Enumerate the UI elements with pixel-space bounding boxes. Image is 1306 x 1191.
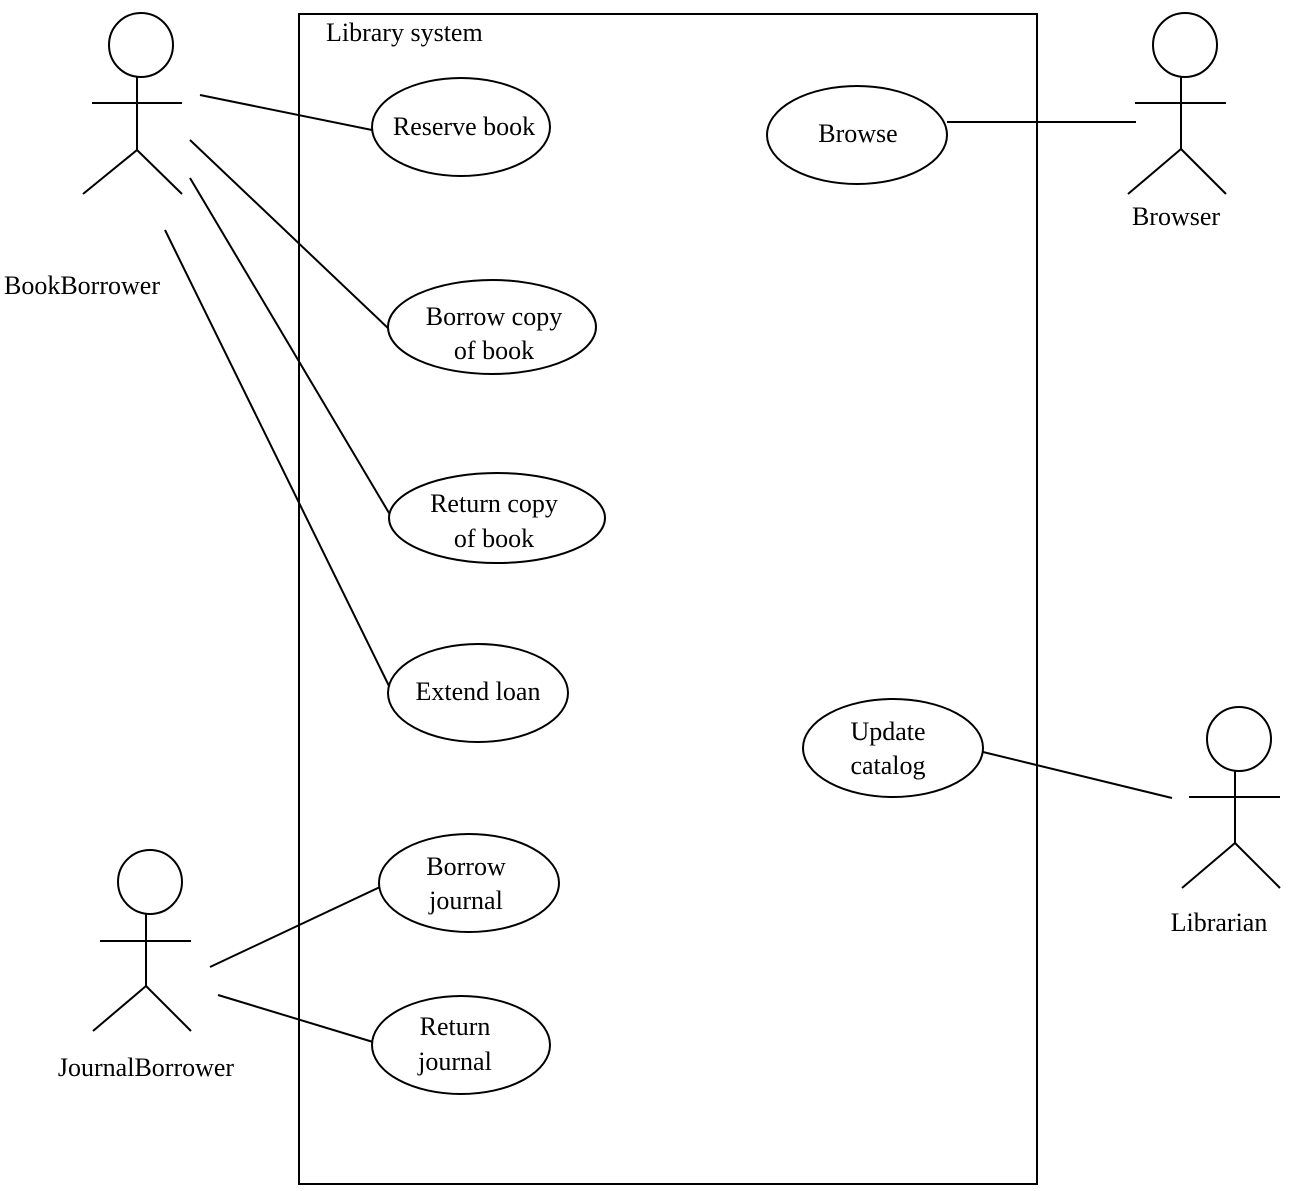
- use-case-label-line-2: journal: [428, 886, 503, 915]
- use-case-browse: Browse: [766, 85, 948, 185]
- use-case-label: Reserve book: [393, 112, 535, 141]
- use-case-label: Extend loan: [416, 677, 541, 706]
- use-case-extend-loan: Extend loan: [387, 643, 569, 743]
- use-case-ellipse: [388, 472, 606, 564]
- assoc-journalborrower-borrow-journal: [209, 886, 381, 968]
- use-case-reserve-book: Reserve book: [371, 77, 551, 177]
- actor-leg-left: [82, 149, 138, 195]
- use-case-label-line-1: Return copy: [430, 489, 558, 518]
- actor-leg-left: [1127, 148, 1182, 195]
- use-case-label-line-2: of book: [454, 524, 534, 553]
- actor-leg-right: [136, 149, 183, 195]
- use-case-label-line-2: of book: [454, 336, 534, 365]
- use-case-label-line-1: Update: [850, 717, 925, 746]
- assoc-journalborrower-return-journal: [217, 994, 374, 1043]
- actor-leg-right: [1234, 842, 1281, 889]
- system-title: Library system: [326, 18, 483, 47]
- system-boundary: [298, 13, 1038, 1185]
- assoc-bookborrower-reserve-book: [199, 94, 373, 131]
- associations: [164, 94, 1173, 1043]
- actor-label: JournalBorrower: [58, 1053, 235, 1082]
- actor-journalborrower: JournalBorrower: [58, 849, 235, 1082]
- use-case-borrow-copy-of-book: Borrow copy of book: [387, 279, 597, 375]
- use-case-label: Browse: [818, 119, 897, 148]
- assoc-bookborrower-extend-loan: [164, 229, 391, 689]
- actor-leg-left: [1181, 842, 1236, 889]
- assoc-bookborrower-borrow-copy: [189, 139, 391, 331]
- use-case-label-line-2: journal: [417, 1047, 492, 1076]
- assoc-bookborrower-return-copy: [189, 177, 393, 519]
- actor-label: BookBorrower: [4, 271, 160, 300]
- use-case-label-line-2: catalog: [850, 751, 925, 780]
- actor-leg-left: [92, 985, 147, 1032]
- actor-leg-right: [145, 985, 192, 1032]
- use-case-ellipse: [387, 279, 597, 375]
- actor-head: [108, 12, 174, 78]
- actor-librarian: Librarian: [1171, 706, 1281, 937]
- use-case-ellipse: [371, 995, 551, 1095]
- use-case-ellipse: [387, 643, 569, 743]
- actor-leg-right: [1180, 148, 1227, 195]
- use-case-borrow-journal: Borrow journal: [378, 833, 560, 933]
- actor-browser: Browser: [1127, 12, 1227, 231]
- actor-head: [1152, 12, 1218, 78]
- use-case-ellipse: [766, 85, 948, 185]
- assoc-librarian-update-catalog: [982, 751, 1173, 799]
- use-case-return-copy-of-book: Return copy of book: [388, 472, 606, 564]
- actor-head: [117, 849, 183, 915]
- use-case-update-catalog: Update catalog: [802, 698, 984, 798]
- use-case-return-journal: Return journal: [371, 995, 551, 1095]
- use-case-ellipse: [371, 77, 551, 177]
- use-case-label-line-1: Borrow: [426, 852, 506, 881]
- use-case-label-line-1: Borrow copy: [426, 302, 562, 331]
- use-case-label-line-1: Return: [420, 1012, 491, 1041]
- use-case-ellipse: [802, 698, 984, 798]
- actor-bookborrower: BookBorrower: [4, 12, 183, 300]
- actor-label: Browser: [1132, 202, 1220, 231]
- actor-label: Librarian: [1171, 908, 1268, 937]
- use-case-ellipse: [378, 833, 560, 933]
- actor-head: [1206, 706, 1272, 772]
